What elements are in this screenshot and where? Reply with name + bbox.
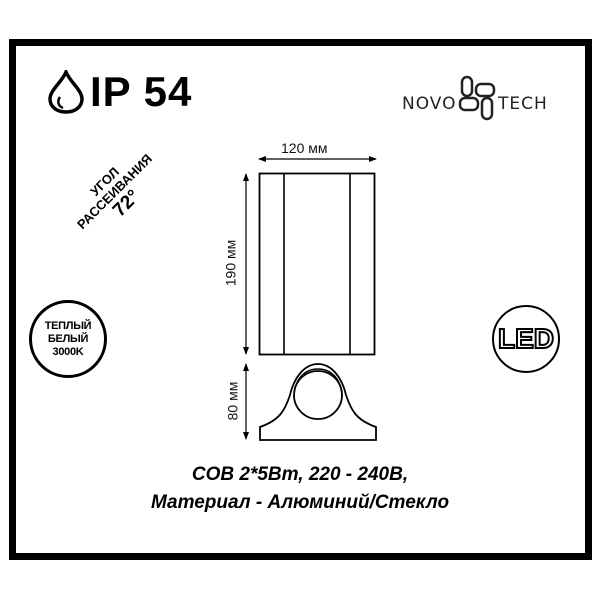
ip-rating-label: IP 54	[90, 68, 193, 115]
brand-left: NOVO	[402, 94, 457, 114]
base-height-dimension-label: 80 мм	[224, 381, 241, 421]
color-temp-line1: ТЕПЛЫЙ	[44, 319, 92, 332]
color-temp-line3: 3000K	[52, 345, 84, 358]
led-badge: LED	[492, 305, 560, 373]
color-temperature-badge: ТЕПЛЫЙ БЕЛЫЙ 3000K	[29, 300, 107, 378]
spec-line-power: COB 2*5Bт, 220 - 240B,	[191, 464, 409, 485]
spec-line-material: Материал - Алюминий/Стекло	[150, 492, 450, 513]
height-dimension-label: 190 мм	[222, 239, 239, 287]
led-label: LED	[497, 322, 555, 355]
lamp-body-outline	[258, 172, 376, 356]
brand-logo-text: NOVO TECH	[402, 95, 548, 113]
brand-right: TECH	[498, 94, 548, 114]
wall-mount-outline	[259, 363, 377, 441]
mount-circle	[293, 370, 343, 420]
spec-sheet-frame	[9, 39, 592, 560]
color-temp-line2: БЕЛЫЙ	[47, 332, 89, 345]
width-dimension-label: 120 мм	[281, 140, 328, 156]
novotech-logo-mark-icon	[458, 75, 496, 121]
water-drop-icon	[48, 70, 84, 114]
